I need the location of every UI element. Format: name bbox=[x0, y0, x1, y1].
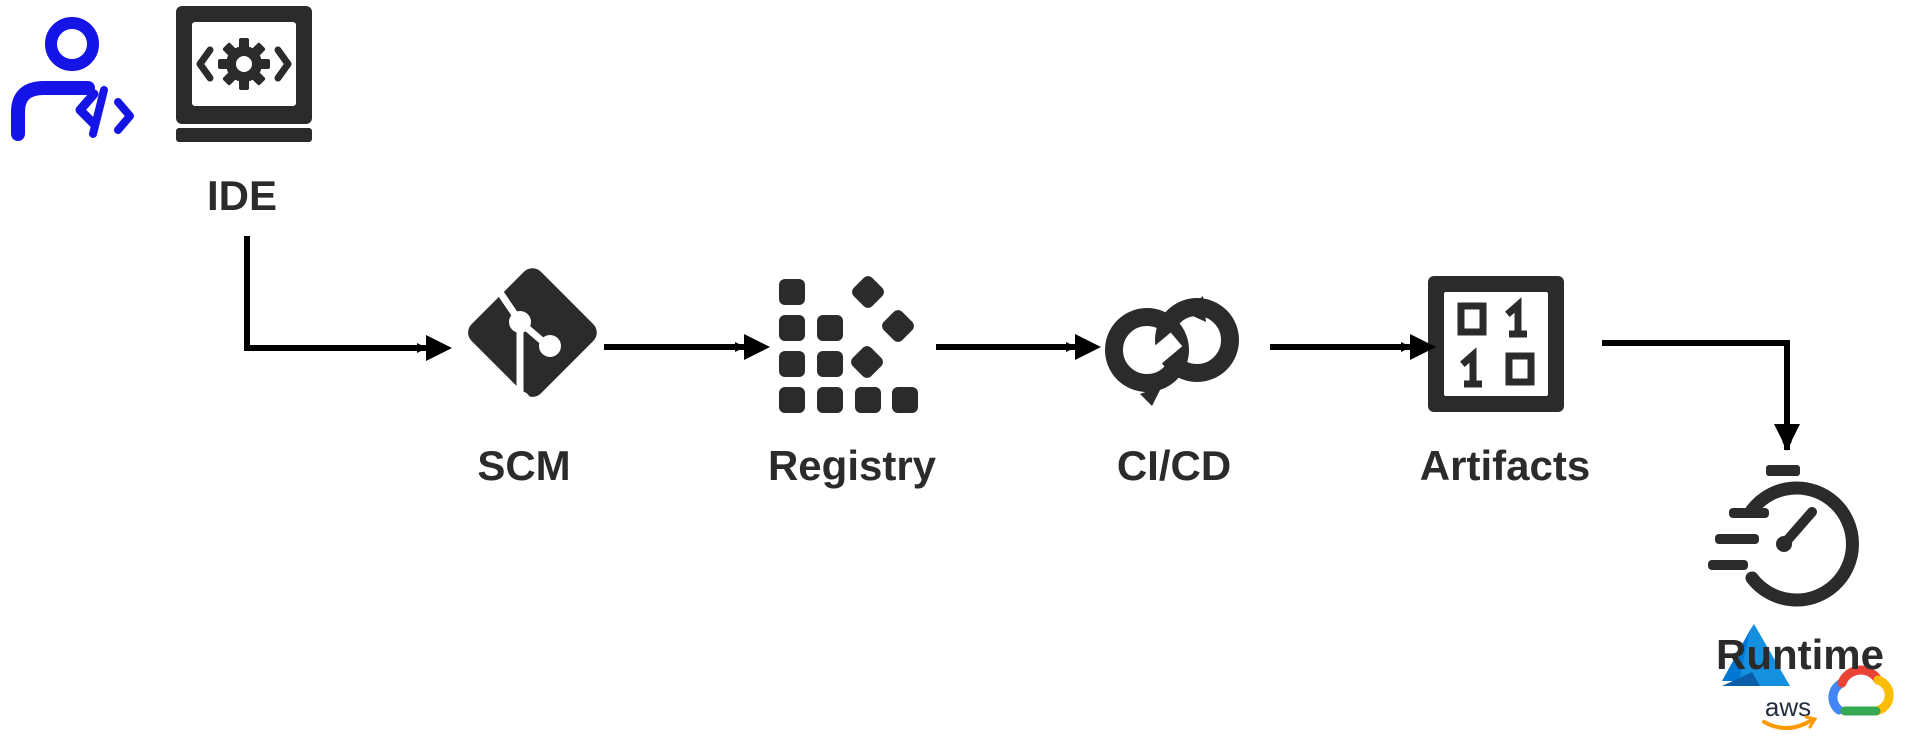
git-icon bbox=[468, 268, 597, 413]
developer-icon bbox=[11, 17, 134, 141]
google-cloud-logo bbox=[1828, 665, 1894, 716]
aws-logo-text: aws bbox=[1765, 692, 1811, 722]
artifacts-label: Artifacts bbox=[1419, 442, 1591, 489]
ide-label: IDE bbox=[206, 172, 278, 219]
azure-logo bbox=[1722, 624, 1790, 686]
registry-label: Registry bbox=[767, 442, 937, 489]
runtime-stopwatch-icon bbox=[1708, 465, 1859, 607]
arrowheads bbox=[426, 334, 1800, 450]
flow-arrows bbox=[244, 236, 1792, 451]
runtime-label: Runtime bbox=[1716, 631, 1884, 678]
arrow-artifacts-to-runtime bbox=[1602, 340, 1792, 451]
ide-icon bbox=[176, 6, 312, 142]
scm-label: SCM bbox=[477, 442, 571, 489]
aws-logo: aws bbox=[1762, 692, 1818, 730]
arrow-ide-to-scm bbox=[244, 236, 427, 353]
cicd-label: CI/CD bbox=[1116, 442, 1232, 489]
cicd-loop-icon bbox=[1105, 296, 1239, 406]
registry-icon bbox=[779, 276, 918, 413]
artifacts-binary-icon bbox=[1428, 276, 1564, 412]
